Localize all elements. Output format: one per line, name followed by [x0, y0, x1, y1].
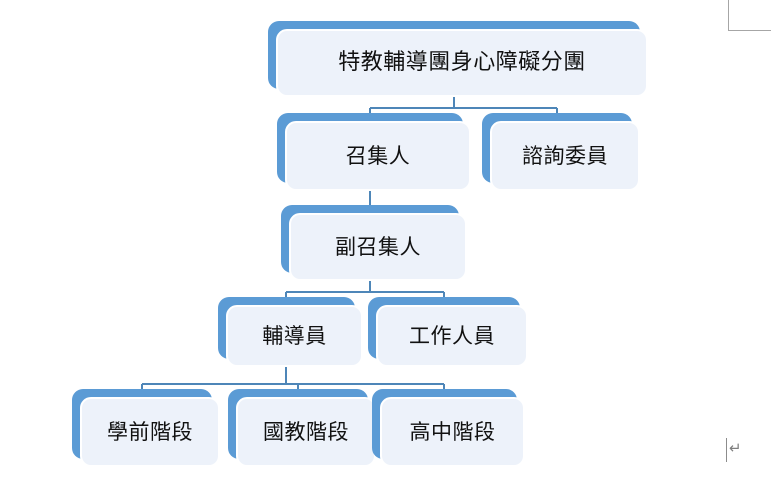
paragraph-mark: ↵ — [729, 439, 742, 457]
page-margin-corner-mark — [728, 0, 771, 31]
org-node-high-school-stage[interactable]: 高中階段 — [372, 389, 525, 467]
org-node-label: 召集人 — [345, 143, 411, 168]
org-node-card: 國教階段 — [236, 397, 376, 467]
org-node-label: 特教輔導團身心障礙分團 — [338, 50, 586, 75]
org-node-card: 工作人員 — [376, 305, 528, 367]
org-node-root[interactable]: 特教輔導團身心障礙分團 — [268, 21, 648, 97]
org-node-compulsory-education-stage[interactable]: 國教階段 — [228, 389, 376, 467]
org-node-card: 特教輔導團身心障礙分團 — [276, 29, 648, 97]
org-node-card: 副召集人 — [289, 213, 467, 281]
org-node-label: 工作人員 — [409, 323, 495, 348]
org-node-convener[interactable]: 召集人 — [277, 113, 471, 191]
org-node-advisory-committee[interactable]: 諮詢委員 — [482, 113, 640, 191]
org-node-label: 高中階段 — [409, 419, 496, 444]
org-node-card: 輔導員 — [226, 305, 363, 367]
org-node-label: 國教階段 — [263, 419, 349, 444]
org-node-label: 副召集人 — [335, 234, 421, 259]
org-node-label: 諮詢委員 — [522, 143, 608, 168]
org-node-label: 學前階段 — [107, 419, 193, 444]
org-node-card: 高中階段 — [380, 397, 525, 467]
org-node-card: 諮詢委員 — [490, 121, 640, 191]
org-node-card: 學前階段 — [80, 397, 220, 467]
org-node-card: 召集人 — [285, 121, 471, 191]
text-caret — [726, 438, 727, 462]
org-node-staff[interactable]: 工作人員 — [368, 297, 528, 367]
org-node-preschool-stage[interactable]: 學前階段 — [72, 389, 220, 467]
org-node-label: 輔導員 — [262, 323, 327, 348]
org-node-deputy-convener[interactable]: 副召集人 — [281, 205, 467, 281]
org-node-counselor[interactable]: 輔導員 — [218, 297, 363, 367]
